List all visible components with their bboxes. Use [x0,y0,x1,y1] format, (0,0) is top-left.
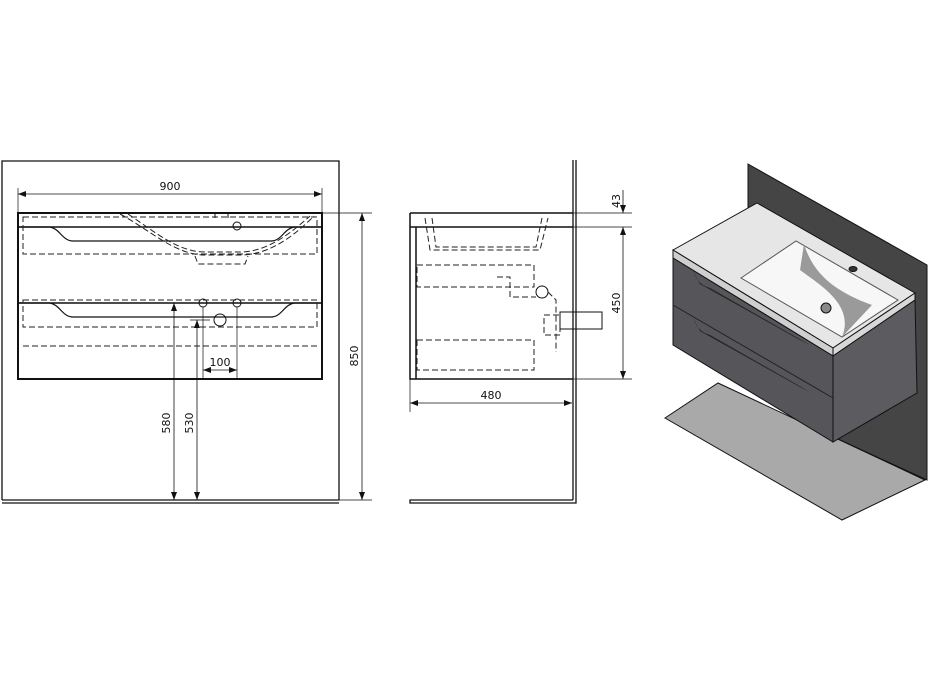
hidden-drawer-side [416,264,535,288]
dim-530-label: 530 [183,413,196,434]
dim-43-label: 43 [610,194,623,208]
side-cabinet [409,212,573,380]
dim-850-label: 850 [348,346,361,367]
side-wall [409,160,577,504]
dim-450-label: 450 [610,293,623,314]
hidden-basin-box [22,216,318,255]
dim-100-label: 100 [210,356,231,369]
wall-outline [1,160,340,500]
hidden-basin-curve [119,213,315,256]
iso-floor [664,382,927,521]
side-view: 43 450 480 [409,160,632,504]
iso-drain [820,302,832,314]
siphon-pipe [497,276,561,352]
tap-hole [214,213,229,218]
dim-480-label: 480 [481,389,502,402]
iso-view [664,163,928,521]
hidden-basin-side [424,217,549,251]
floor-line [2,499,339,504]
iso-drawer-split [672,304,834,399]
iso-tap-hole [848,266,858,272]
iso-side [832,299,918,443]
hidden-drain [194,255,249,265]
cabinet-outline [17,212,323,380]
dim-580-label: 580 [160,413,173,434]
waste-hole [213,313,227,327]
drawer-handle-bottom [18,302,322,318]
wall-drain-pipe [559,311,603,330]
hidden-drawer-side-2 [416,339,535,371]
siphon-icon [535,285,549,299]
iso-basin-shade [800,244,872,337]
hidden-drawer-box [22,299,318,328]
hidden-basin-curve-inner [127,213,311,253]
dim-900-label: 900 [160,180,181,193]
overflow-hole [232,221,242,231]
front-view: 900 850 580 530 100 [1,160,372,504]
drawer-handle-top [18,226,322,242]
